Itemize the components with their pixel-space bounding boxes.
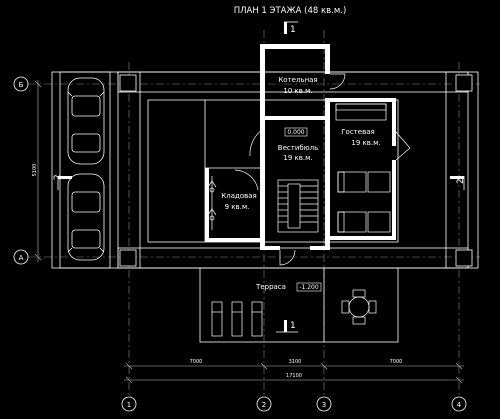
section-mark-1-top: 1 bbox=[284, 21, 298, 35]
dimension-total: 17100 bbox=[286, 373, 302, 379]
boiler-room-area: 10 кв.м. bbox=[283, 87, 312, 95]
storage-room-area: 9 кв.м. bbox=[225, 203, 250, 211]
floor-level-label: 0.000 bbox=[287, 129, 304, 136]
guest-room-name: Гостевая bbox=[341, 128, 374, 136]
dimension-segment-1: 7000 bbox=[190, 359, 203, 365]
vestibule-entry-door bbox=[279, 249, 296, 266]
dimension-left-height: 5100 bbox=[32, 164, 38, 177]
terrace-level-box bbox=[296, 282, 322, 292]
axis-marker-a: А bbox=[13, 249, 29, 265]
axis-label-b: Б bbox=[19, 81, 24, 89]
axis-lines bbox=[28, 30, 480, 395]
terrace-outline bbox=[199, 267, 399, 343]
dimension-segment-2: 3100 bbox=[289, 359, 302, 365]
guest-armchairs bbox=[337, 171, 391, 233]
axis-marker-2: 2 bbox=[256, 396, 272, 412]
dimension-lines bbox=[34, 80, 464, 384]
boiler-door bbox=[329, 73, 346, 90]
section-mark-2-right: 2 bbox=[450, 176, 466, 190]
axis-label-4: 4 bbox=[457, 401, 462, 409]
storage-walls bbox=[205, 168, 263, 242]
storage-fixtures bbox=[207, 176, 217, 230]
car-top bbox=[67, 77, 105, 165]
axis-marker-3: 3 bbox=[316, 396, 332, 412]
dimension-segment-3: 7000 bbox=[390, 359, 403, 365]
axis-marker-4: 4 bbox=[451, 396, 467, 412]
terrace-loungers bbox=[211, 301, 263, 337]
guest-sofa bbox=[335, 103, 387, 121]
plan-title: ПЛАН 1 ЭТАЖА (48 кв.м.) bbox=[234, 6, 347, 16]
axis-marker-b: Б bbox=[13, 76, 29, 92]
section-mark-2-left: 2 bbox=[53, 174, 72, 190]
boiler-room-walls bbox=[260, 44, 330, 120]
guest-room-bay bbox=[395, 131, 411, 161]
vestibule-name: Вестибюль bbox=[278, 144, 318, 152]
vestibule-area: 19 кв.м. bbox=[283, 154, 312, 162]
guest-room-walls bbox=[330, 98, 396, 240]
storage-room-name: Кладовая bbox=[221, 192, 256, 200]
section-mark-2-left-label: 2 bbox=[53, 174, 63, 180]
floor-level-box bbox=[284, 127, 308, 137]
section-mark-1-bottom: 1 bbox=[276, 320, 298, 333]
terrace-table-set bbox=[341, 289, 377, 325]
car-bottom bbox=[67, 173, 105, 261]
terrace-name: Терраса bbox=[255, 283, 286, 291]
staircase bbox=[277, 179, 319, 233]
axis-marker-1: 1 bbox=[121, 396, 137, 412]
guest-room-area: 19 кв.м. bbox=[351, 139, 380, 147]
boiler-room-name: Котельная bbox=[278, 76, 317, 84]
section-mark-1-top-label: 1 bbox=[290, 25, 296, 35]
vestibule-walls bbox=[260, 120, 330, 250]
section-mark-1-bottom-label: 1 bbox=[290, 321, 296, 331]
axis-label-2: 2 bbox=[262, 401, 266, 409]
axis-label-3: 3 bbox=[322, 401, 326, 409]
section-mark-2-right-label: 2 bbox=[456, 178, 466, 184]
vestibule-arc-left bbox=[249, 129, 263, 157]
axis-label-1: 1 bbox=[127, 401, 131, 409]
inner-rooms-outline bbox=[147, 99, 399, 243]
terrace-level-label: -1.200 bbox=[299, 284, 319, 291]
storage-door bbox=[234, 169, 259, 191]
axis-label-a: А bbox=[19, 254, 24, 262]
columns bbox=[119, 74, 473, 267]
